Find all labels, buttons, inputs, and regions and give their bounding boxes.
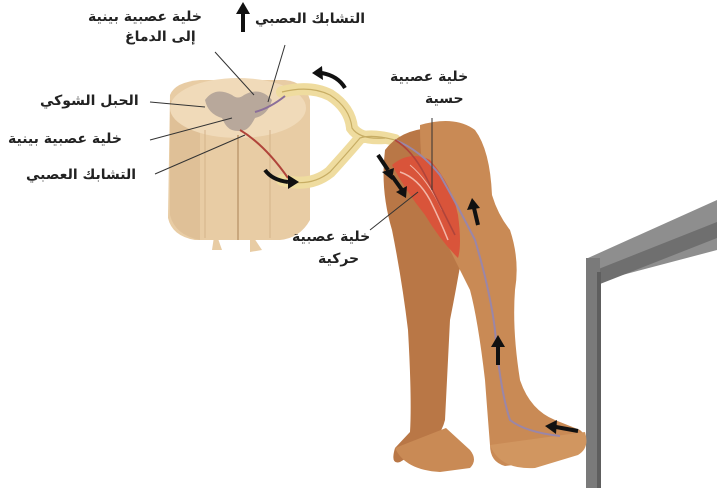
label-synapse-top: التشابك العصبي xyxy=(255,10,365,28)
label-sensory-neuron-line1: خلية عصبية xyxy=(390,68,468,86)
label-motor-neuron-line2: حركية xyxy=(318,250,359,268)
label-interneuron-to-brain-line1: خلية عصبية بينية xyxy=(88,8,202,26)
label-motor-neuron-line1: خلية عصبية xyxy=(292,228,370,246)
legs xyxy=(384,121,587,472)
label-interneuron-to-brain-line2: إلى الدماغ xyxy=(125,28,196,46)
spinal-cord-cross-section xyxy=(168,78,310,252)
label-interneuron: خلية عصبية بينية xyxy=(8,130,122,148)
arrow-to-brain-icon xyxy=(236,2,250,32)
label-spinal-cord: الحبل الشوكي xyxy=(40,92,139,110)
table xyxy=(586,200,717,488)
label-synapse-bottom: التشابك العصبي xyxy=(26,166,136,184)
label-sensory-neuron-line2: حسية xyxy=(425,90,464,108)
